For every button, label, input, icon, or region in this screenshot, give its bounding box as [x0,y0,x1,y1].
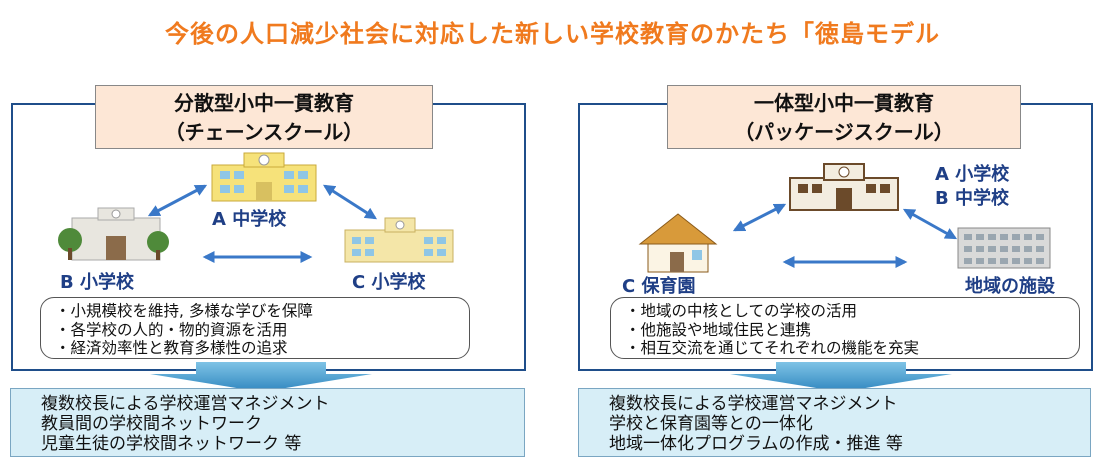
label-d-regional-facility: 地域の施設 [965,276,1055,297]
label-b-elementary: B 小学校 [60,272,134,293]
outcome-item: 児童生徒の学校間ネットワーク 等 [41,434,302,454]
feature-item: ・地域の中核としての学校の活用 [625,302,858,320]
arrow-b-a [147,184,208,217]
arrow-a-c [322,184,378,220]
label-a-elementary-right: A 小学校 [935,164,1010,185]
package-school-features: ・地域の中核としての学校の活用 ・他施設や地域住民と連携 ・相互交流を通じてそれ… [610,297,1080,359]
package-school-outcomes: 複数校長による学校運営マネジメント 学校と保育園等との一体化 地域一体化プログラ… [578,388,1091,457]
down-arrow-left [150,362,372,392]
c-elementary-icon [344,217,454,263]
regional-facility-icon [957,227,1051,269]
label-c-elementary: C 小学校 [352,272,426,293]
feature-item: ・経済効率性と教育多様性の追求 [55,339,288,357]
outcome-item: 学校と保育園等との一体化 [609,414,813,434]
label-a-junior-high: A 中学校 [212,209,287,230]
down-arrow-right [730,362,952,392]
integrated-school-icon [789,163,899,211]
feature-item: ・小規模校を維持, 多様な学びを保障 [55,302,313,320]
page-title: 今後の人口減少社会に対応した新しい学校教育のかたち「徳島モデル [165,20,940,48]
nursery-house-icon [638,213,718,273]
package-school-heading: 一体型小中一貫教育 （パッケージスクール） [667,85,1021,149]
outcome-item: 複数校長による学校運営マネジメント [609,394,898,414]
chain-school-outcomes: 複数校長による学校運営マネジメント 教員間の学校間ネットワーク 児童生徒の学校間… [10,388,525,457]
chain-school-features: ・小規模校を維持, 多様な学びを保障 ・各学校の人的・物的資源を活用 ・経済効率… [40,297,470,359]
outcome-item: 地域一体化プログラムの作成・推進 等 [609,434,903,454]
chain-school-heading: 分散型小中一貫教育 （チェーンスクール） [95,85,433,149]
outcome-item: 複数校長による学校運営マネジメント [41,394,330,414]
label-c-nursery: C 保育園 [622,276,696,297]
b-elementary-icon [58,207,169,261]
a-junior-high-icon [211,152,317,202]
feature-item: ・各学校の人的・物的資源を活用 [55,320,288,339]
label-b-junior-high-right: B 中学校 [935,188,1009,209]
feature-item: ・他施設や地域住民と連携 [625,320,812,339]
feature-item: ・相互交流を通じてそれぞれの機能を充実 [625,339,920,357]
arrow-ab-d [902,208,958,240]
outcome-item: 教員間の学校間ネットワーク [41,414,262,434]
arrow-c-ab [732,203,787,232]
